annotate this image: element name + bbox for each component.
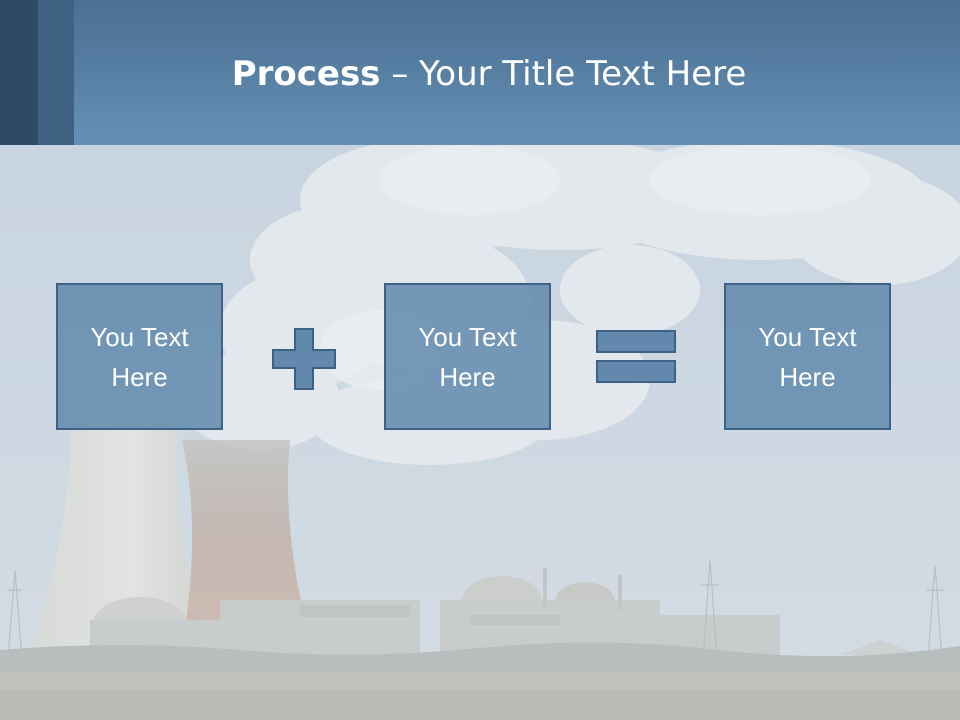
slide-title[interactable]: Process – Your Title Text Here	[74, 50, 904, 98]
slide-title-rest: – Your Title Text Here	[380, 54, 747, 94]
process-step-box-3[interactable]: You Text Here	[724, 283, 891, 430]
process-step-box-2[interactable]: You Text Here	[384, 283, 551, 430]
process-step-box-1[interactable]: You Text Here	[56, 283, 223, 430]
slide-title-bold: Process	[231, 54, 381, 94]
header-accent-stripe-dark	[0, 0, 38, 145]
equals-icon	[596, 330, 676, 383]
header-accent-stripe-mid	[38, 0, 74, 145]
process-step-text-3: You Text Here	[758, 321, 857, 392]
process-step-text-2: You Text Here	[418, 321, 517, 392]
plus-icon	[272, 328, 336, 390]
process-step-text-1: You Text Here	[90, 321, 189, 392]
title-bar: Process – Your Title Text Here	[0, 0, 960, 145]
